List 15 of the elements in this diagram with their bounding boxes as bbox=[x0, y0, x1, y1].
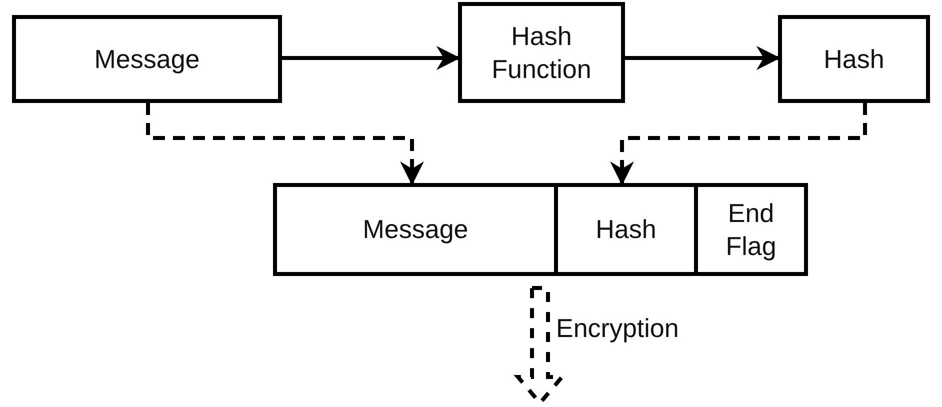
process-box bbox=[12, 15, 282, 103]
arrow bbox=[146, 103, 424, 186]
node-label: Hash bbox=[824, 42, 884, 76]
process-box bbox=[778, 15, 930, 103]
arrow bbox=[610, 103, 867, 186]
edge-label: Encryption bbox=[556, 313, 679, 344]
node-label: End Flag bbox=[724, 196, 778, 262]
arrow bbox=[625, 46, 780, 70]
arrow bbox=[282, 46, 460, 70]
process-box bbox=[458, 2, 625, 103]
node-label: Message bbox=[362, 213, 468, 246]
node-label: Hash Function bbox=[490, 20, 592, 86]
process-box bbox=[273, 183, 808, 276]
node-label: Message bbox=[94, 42, 200, 76]
node-label: Hash bbox=[596, 213, 656, 246]
